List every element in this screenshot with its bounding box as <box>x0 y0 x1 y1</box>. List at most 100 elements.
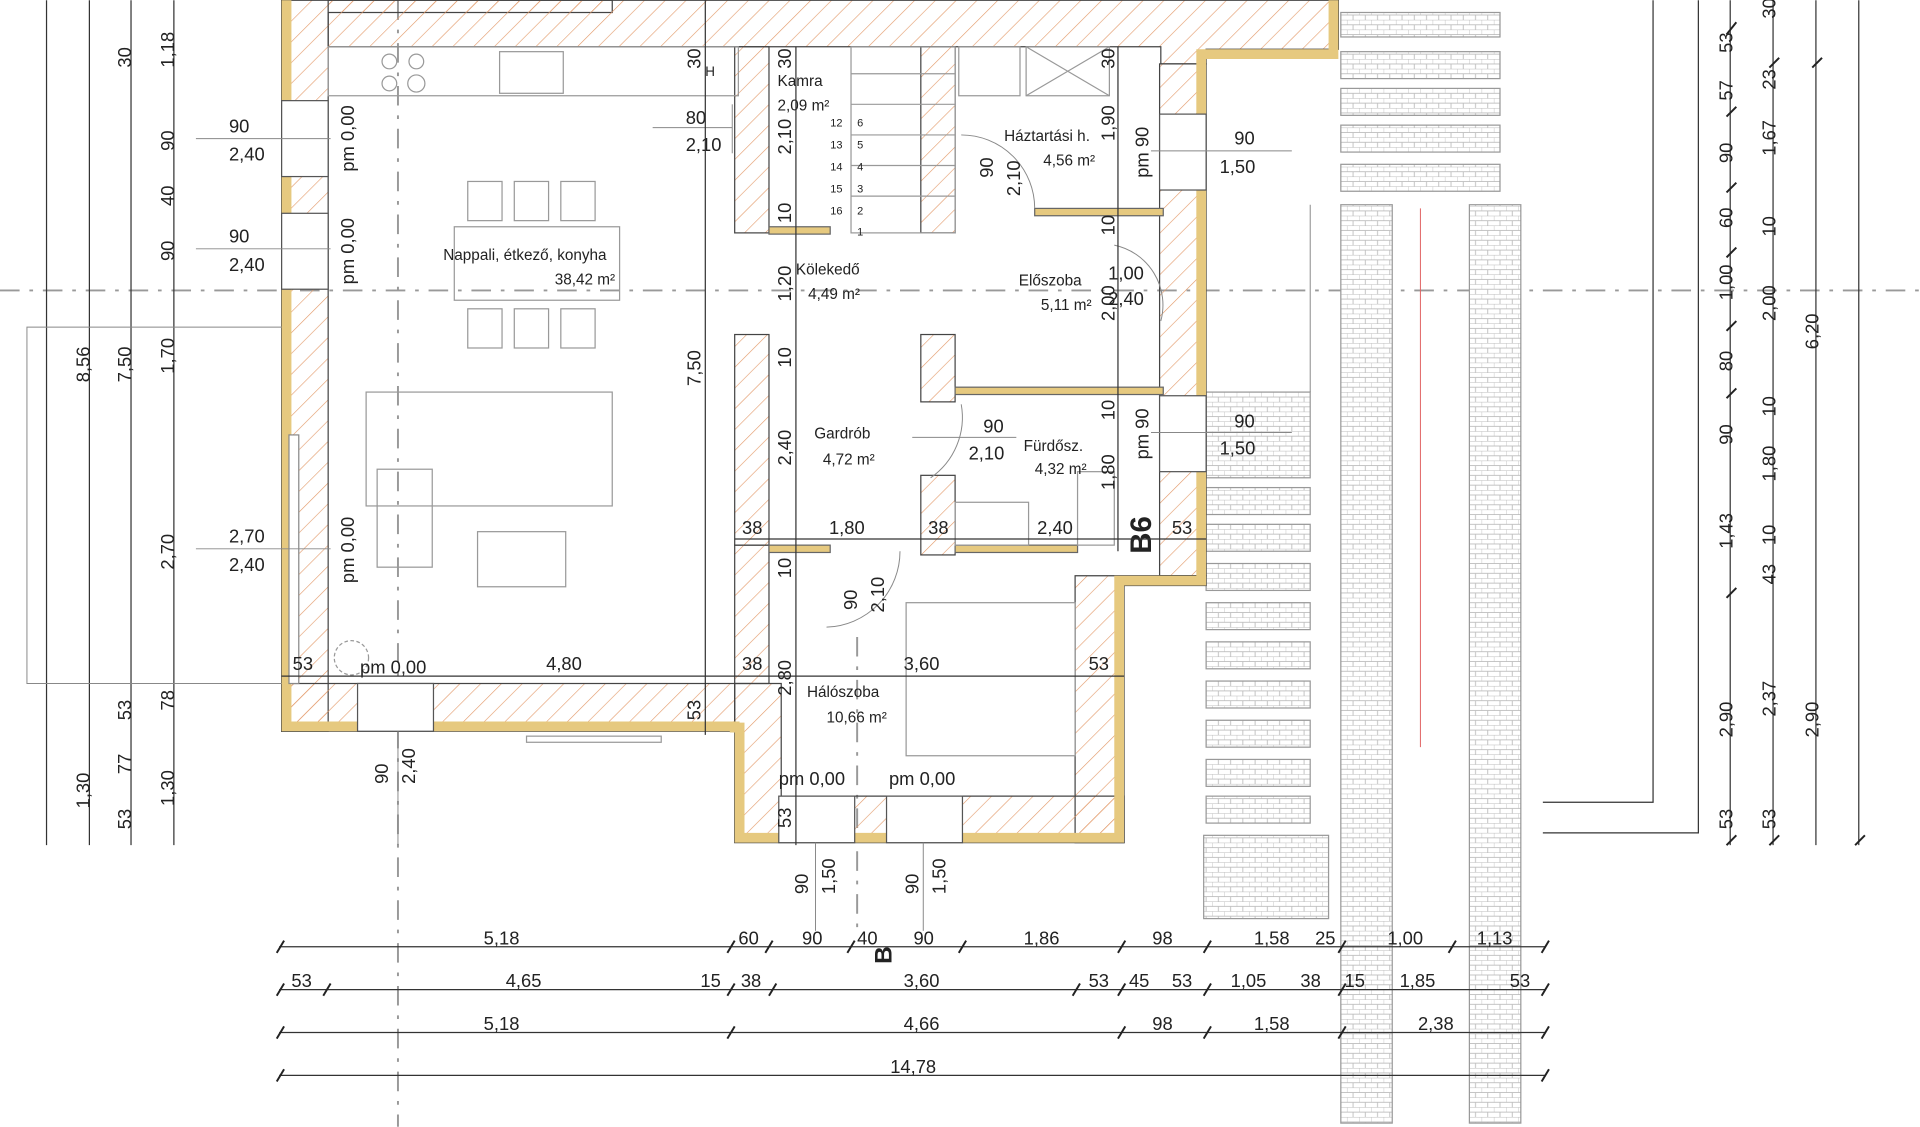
dim-label: 10 <box>1759 525 1780 545</box>
dim-label: 53 <box>1759 809 1780 829</box>
dim-label: 3,60 <box>904 970 940 991</box>
room-name: Gardrób <box>814 426 870 443</box>
opening-height: 2,40 <box>1108 288 1144 309</box>
dim-label: 2,37 <box>1759 681 1780 717</box>
room-name: Hálószoba <box>807 684 880 701</box>
dim-label: 2,00 <box>1759 285 1780 321</box>
opening-width: 90 <box>791 874 812 894</box>
dim-label: 80 <box>1716 351 1737 371</box>
dim-label: 1,58 <box>1254 1013 1290 1034</box>
opening-width: 90 <box>1234 128 1254 149</box>
dim-label: 90 <box>913 927 933 948</box>
dim-label: 1,05 <box>1231 970 1267 991</box>
room-labels: Nappali, étkező, konyha 38,42 m² Kamra 2… <box>443 73 1095 727</box>
stair-step: 5 <box>857 139 863 151</box>
dim-label: 53 <box>1510 970 1530 991</box>
stair-numbers: 1 2 3 4 5 6 12 13 14 15 16 <box>830 117 863 238</box>
dim-label: 53 <box>114 809 135 829</box>
opening-height: 1,50 <box>1220 156 1256 177</box>
dim-label: 5,18 <box>484 927 520 948</box>
dim-label: 98 <box>1152 1013 1172 1034</box>
dim-label: 10 <box>774 203 795 223</box>
level-label: pm 0,00 <box>337 218 358 284</box>
dim-label: 30 <box>1097 48 1118 68</box>
dim-label: 53 <box>114 700 135 720</box>
dim-label: 53 <box>1172 970 1192 991</box>
level-label: pm 90 <box>1132 408 1153 459</box>
dim-label: 1,43 <box>1716 513 1737 549</box>
doors[interactable] <box>731 104 1164 628</box>
level-label: pm 0,00 <box>337 105 358 171</box>
opening-width: 80 <box>686 107 706 128</box>
opening-width: 90 <box>983 415 1003 436</box>
dim-label: 1,85 <box>1400 970 1436 991</box>
dim-label: 4,80 <box>546 653 582 674</box>
dim-label: 40 <box>157 186 178 206</box>
room-name: Kamra <box>778 73 824 90</box>
windows[interactable] <box>281 100 1207 844</box>
room-area: 38,42 m² <box>555 271 615 288</box>
dim-label: 10 <box>1097 215 1118 235</box>
opening-height: 2,40 <box>229 554 265 575</box>
dim-label: 53 <box>1089 970 1109 991</box>
opening-width: 90 <box>229 115 249 136</box>
bottom-dimensions: 5,18 60 90 40 90 1,86 98 1,58 25 1,00 1,… <box>275 927 1550 1082</box>
dim-label: 7,50 <box>683 350 704 386</box>
stair-step: 3 <box>857 183 863 195</box>
opening-width: 1,00 <box>1108 262 1144 283</box>
stair-step: 12 <box>830 117 842 129</box>
dim-label: 53 <box>1089 653 1109 674</box>
level-label: pm 0,00 <box>360 657 426 678</box>
dim-label: 1,80 <box>829 517 865 538</box>
dim-label: 53 <box>1716 809 1737 829</box>
level-label: pm 0,00 <box>337 517 358 583</box>
dim-label: 57 <box>1716 80 1737 100</box>
stair-step: 2 <box>857 206 863 218</box>
opening-height: 2,40 <box>229 144 265 165</box>
dim-label: 2,40 <box>1037 517 1073 538</box>
dim-label: 53 <box>774 808 795 828</box>
room-name: Háztartási h. <box>1004 128 1090 145</box>
dim-label: 10 <box>1759 216 1780 236</box>
dim-label: 2,70 <box>157 534 178 570</box>
dim-label: 60 <box>738 927 758 948</box>
section-marker: B6 <box>1125 516 1158 554</box>
dim-label: 10 <box>1097 400 1118 420</box>
dim-label: 1,67 <box>1759 120 1780 156</box>
dim-label: 1,58 <box>1254 927 1290 948</box>
opening-height: 1,50 <box>1220 438 1256 459</box>
stair-step: 13 <box>830 139 842 151</box>
stair-step: 6 <box>857 117 863 129</box>
dim-label: 1,13 <box>1477 927 1513 948</box>
dim-label: 1,30 <box>72 773 93 809</box>
dim-label: 1,86 <box>1024 927 1060 948</box>
dim-label: 1,20 <box>774 266 795 302</box>
opening-height: 2,10 <box>686 134 722 155</box>
dim-label: 4,66 <box>904 1013 940 1034</box>
level-label: pm 90 <box>1132 127 1153 178</box>
opening-height: 2,40 <box>398 748 419 784</box>
opening-height: 2,40 <box>229 254 265 275</box>
dim-label: 10 <box>774 347 795 367</box>
dim-label: 2,00 <box>1097 285 1118 321</box>
dim-label: 30 <box>1759 0 1780 19</box>
dim-label: 1,80 <box>1759 446 1780 482</box>
dim-label: 1,30 <box>157 770 178 806</box>
dim-label: 90 <box>802 927 822 948</box>
dim-label: 1,70 <box>157 338 178 374</box>
dim-label: 30 <box>683 48 704 68</box>
dim-label: 3,60 <box>904 653 940 674</box>
dim-label: 38 <box>1300 970 1320 991</box>
dim-label: 53 <box>1716 32 1737 52</box>
level-label: pm 0,00 <box>779 768 845 789</box>
level-label: pm 0,00 <box>889 768 955 789</box>
dim-label: H <box>705 64 715 79</box>
room-name: Nappali, étkező, konyha <box>443 247 607 264</box>
dim-label: 2,80 <box>774 660 795 696</box>
dim-label: 90 <box>1716 424 1737 444</box>
opening-height: 1,50 <box>818 858 839 894</box>
dim-label: 1,90 <box>1097 105 1118 141</box>
room-name: Fürdősz. <box>1024 438 1084 455</box>
section-marker: B <box>870 946 897 964</box>
room-area: 4,72 m² <box>823 451 875 468</box>
